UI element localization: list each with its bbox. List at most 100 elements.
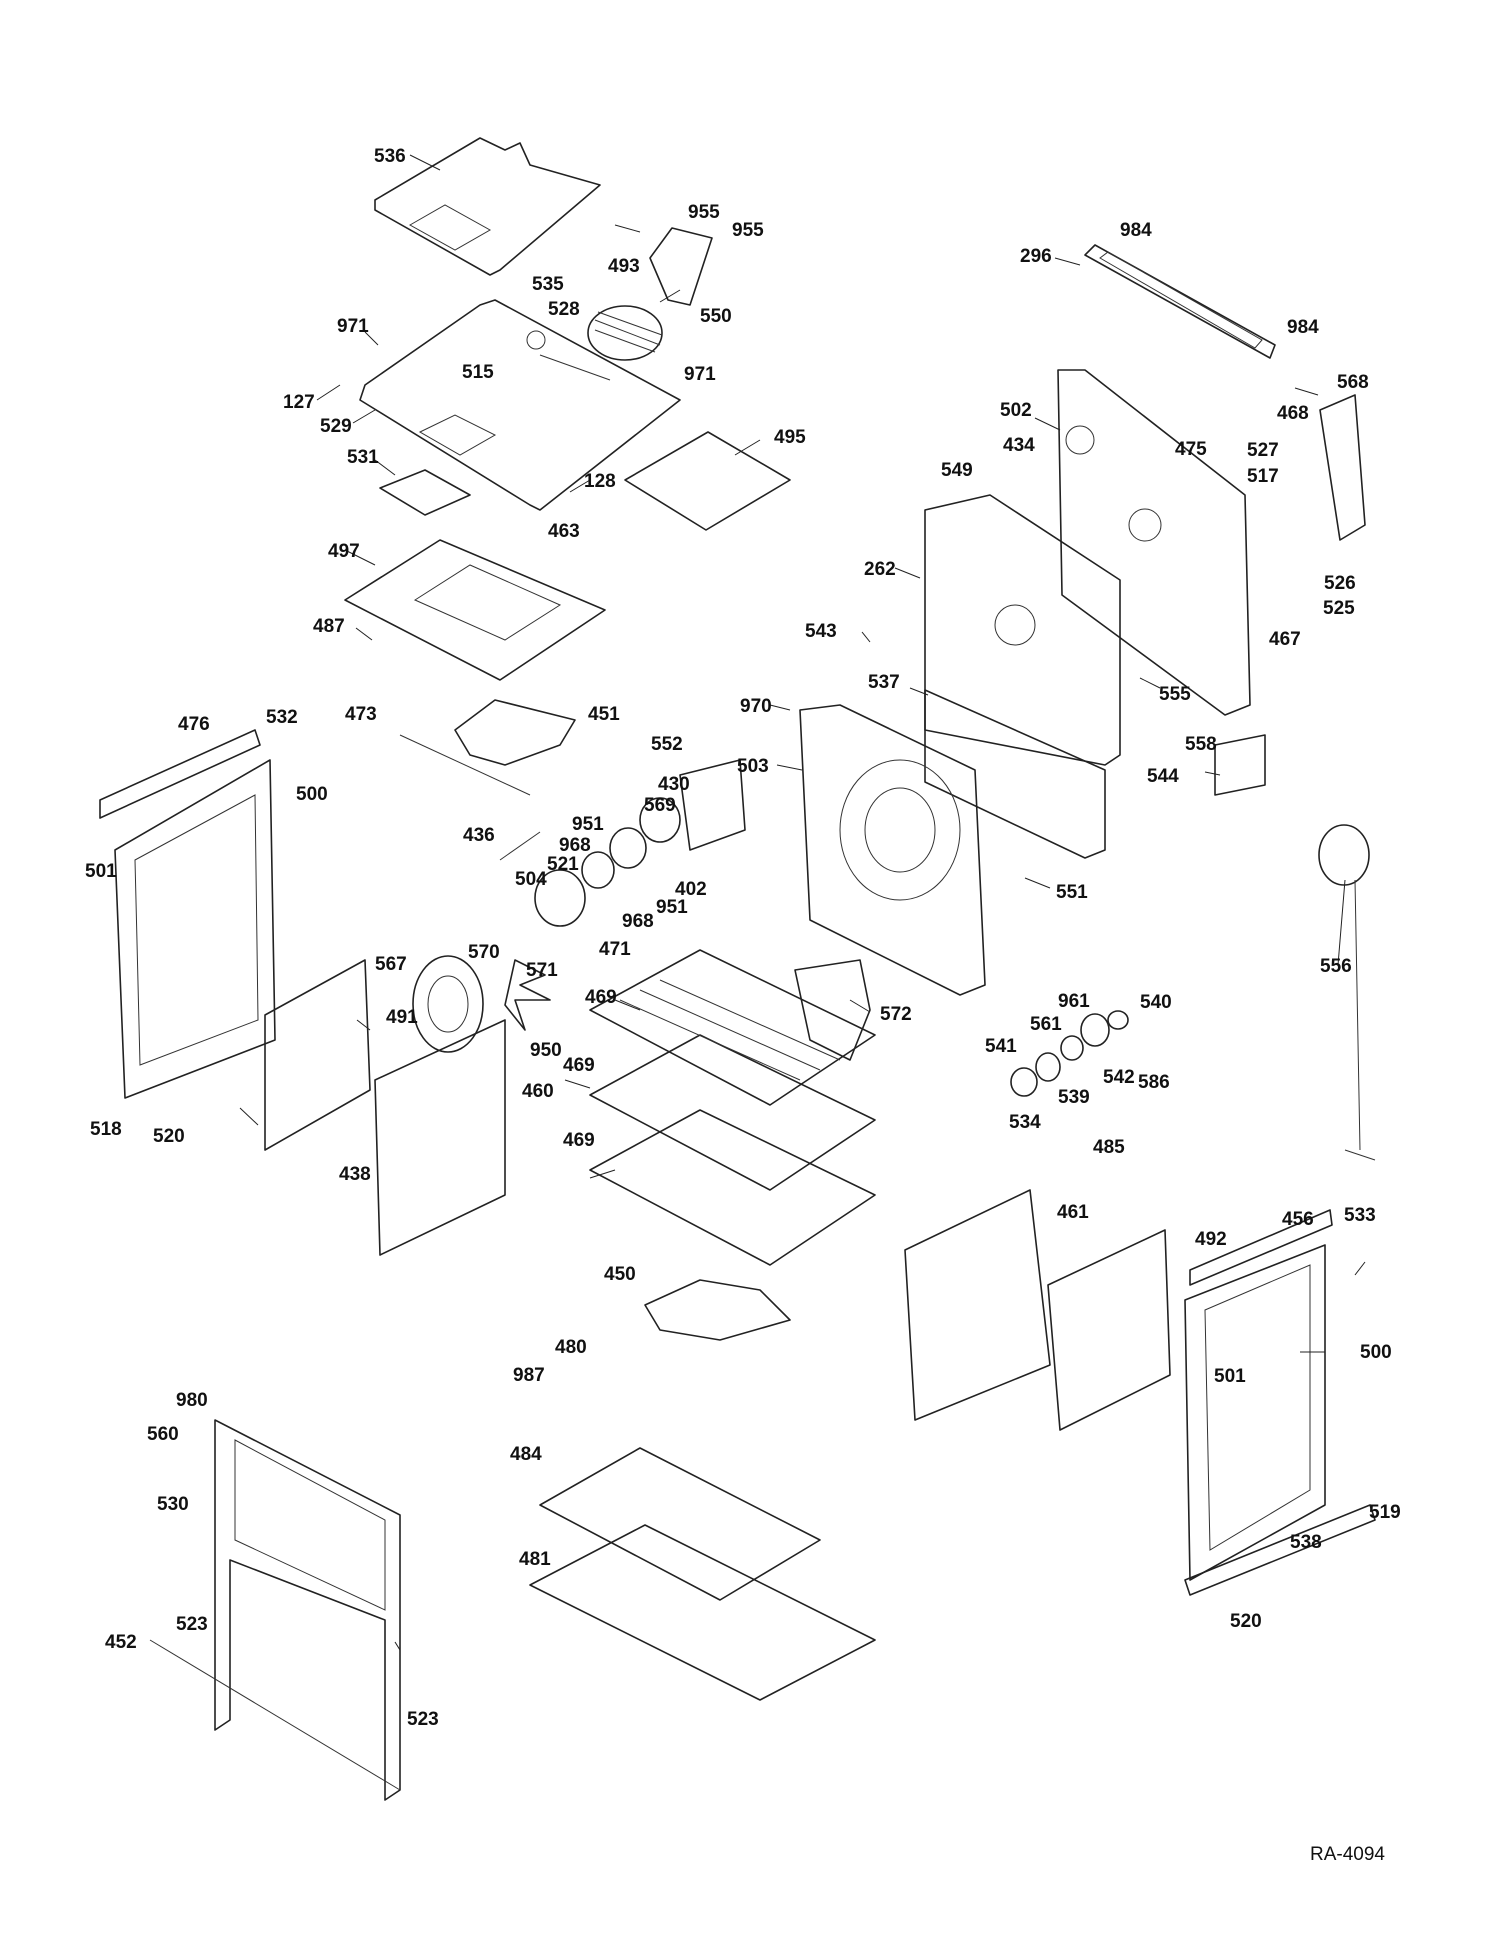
part-label: 984: [1287, 317, 1319, 338]
part-label: 560: [147, 1424, 179, 1445]
part-label: 971: [684, 364, 716, 385]
part-label: 561: [1030, 1014, 1062, 1035]
part-label: 569: [644, 795, 676, 816]
part-label: 476: [178, 714, 210, 735]
part-label: 501: [85, 861, 117, 882]
part-label: 970: [740, 696, 772, 717]
insulation-pad-part: [624, 431, 791, 531]
drawing-reference: RA-4094: [1310, 1844, 1385, 1865]
part-label: 549: [941, 460, 973, 481]
part-label: 520: [153, 1126, 185, 1147]
bracket-part: [1214, 734, 1266, 796]
part-label: 531: [347, 447, 379, 468]
part-label: 502: [1000, 400, 1032, 421]
part-label: 556: [1320, 956, 1352, 977]
part-label: 469: [563, 1130, 595, 1151]
part-label: 461: [1057, 1202, 1089, 1223]
leader-lines: [239, 154, 1366, 1651]
part-label: 523: [407, 1709, 439, 1730]
part-label: 481: [519, 1549, 551, 1570]
part-label: 539: [1058, 1087, 1090, 1108]
rod-part: [149, 1639, 401, 1791]
part-label: 950: [530, 1040, 562, 1061]
broil-element-part: [399, 699, 576, 796]
part-label: 515: [462, 362, 494, 383]
part-label: 544: [1147, 766, 1179, 787]
part-label: 500: [296, 784, 328, 805]
cavity-back-part: [799, 704, 986, 996]
part-label: 571: [526, 960, 558, 981]
part-label: 503: [737, 756, 769, 777]
part-label: 262: [864, 559, 896, 580]
bottom-panel-part: [539, 1447, 821, 1601]
part-label: 436: [463, 825, 495, 846]
part-label: 540: [1140, 992, 1172, 1013]
part-label: 485: [1093, 1137, 1125, 1158]
panel-part: [924, 689, 1106, 859]
part-label: 475: [1175, 439, 1207, 460]
part-label: 402: [675, 879, 707, 900]
plate-part: [379, 469, 471, 516]
part-label: 968: [559, 835, 591, 856]
part-label: 971: [337, 316, 369, 337]
part-label: 480: [555, 1337, 587, 1358]
part-label: 951: [656, 897, 688, 918]
part-label: 542: [1103, 1067, 1135, 1088]
part-label: 127: [283, 392, 315, 413]
cover-part: [1319, 394, 1366, 541]
part-label: 980: [176, 1390, 208, 1411]
trim-part: [1084, 244, 1276, 359]
gasket-part: [794, 959, 871, 1061]
part-label: 469: [585, 987, 617, 1008]
part-label: 501: [1214, 1366, 1246, 1387]
side-panel-right-part: [904, 1189, 1051, 1421]
part-label: 492: [1195, 1229, 1227, 1250]
fan-shroud-part: [412, 955, 551, 1053]
cavity-liner-top-part: [344, 539, 606, 681]
part-label: 987: [513, 1365, 545, 1386]
part-label: 519: [1369, 1502, 1401, 1523]
oven-rack-part: [589, 949, 876, 1266]
side-insulation-part: [264, 959, 371, 1151]
part-label: 523: [176, 1614, 208, 1635]
part-label: 558: [1185, 734, 1217, 755]
part-label: 497: [328, 541, 360, 562]
part-label: 296: [1020, 246, 1052, 267]
part-label: 467: [1269, 629, 1301, 650]
part-label: 128: [584, 471, 616, 492]
cavity-top-part: [359, 299, 681, 511]
part-labels: 536 955 955 493 535 528 550 971 127 515 …: [85, 146, 1401, 1730]
part-label: 487: [313, 616, 345, 637]
part-label: 968: [622, 911, 654, 932]
part-label: 468: [1277, 403, 1309, 424]
side-panel-part: [374, 1019, 506, 1256]
part-label: 961: [1058, 991, 1090, 1012]
part-label: 538: [1290, 1532, 1322, 1553]
part-label: 528: [548, 299, 580, 320]
front-frame-part: [214, 1419, 401, 1801]
part-label: 527: [1247, 440, 1279, 461]
cavity-bottom-part: [529, 1524, 876, 1701]
part-label: 520: [1230, 1611, 1262, 1632]
part-label: 491: [386, 1007, 418, 1028]
sensor-part: [1318, 824, 1376, 1161]
part-label: 984: [1120, 220, 1152, 241]
part-label: 551: [1056, 882, 1088, 903]
part-label: 567: [375, 954, 407, 975]
part-label: 534: [1009, 1112, 1041, 1133]
part-label: 526: [1324, 573, 1356, 594]
part-label: 484: [510, 1444, 542, 1465]
door-frame-right-part: [1184, 1209, 1376, 1596]
part-label: 543: [805, 621, 837, 642]
part-label: 451: [588, 704, 620, 725]
part-label: 532: [266, 707, 298, 728]
part-label: 955: [688, 202, 720, 223]
bracket-part: [649, 227, 713, 306]
part-label: 533: [1344, 1205, 1376, 1226]
part-label: 469: [563, 1055, 595, 1076]
part-label: 438: [339, 1164, 371, 1185]
door-frame-left-part: [99, 729, 276, 1099]
part-label: 430: [658, 774, 690, 795]
part-label: 434: [1003, 435, 1035, 456]
part-label: 521: [547, 854, 579, 875]
